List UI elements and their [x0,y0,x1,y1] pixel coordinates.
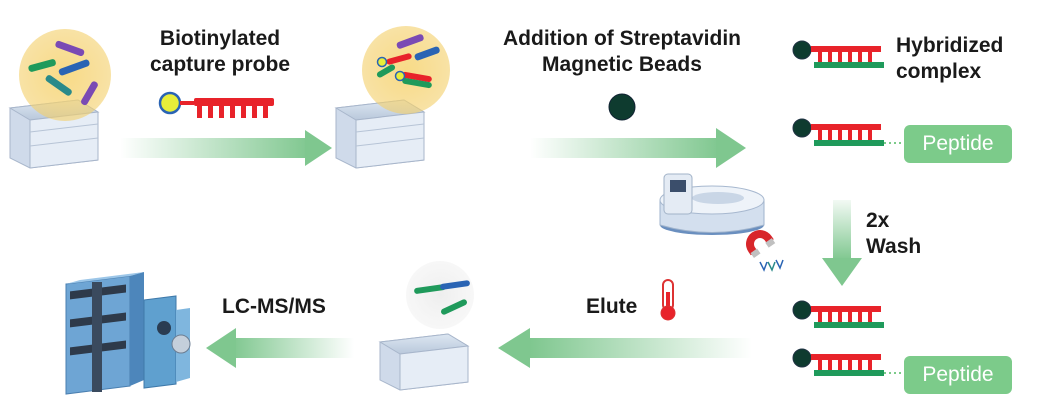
peptide-box-bottom: Peptide [904,356,1012,394]
hybridized-complex-icon-1 [792,40,884,68]
capture-probe-label: Biotinylated capture probe [138,26,302,78]
wash-label: 2x Wash [866,208,946,260]
hybridized-label: Hybridized complex [896,33,1026,85]
arrow-step2 [530,128,746,168]
eluted-plate-icon [378,261,474,391]
hybridized-complex-icon-2 [792,118,904,146]
hybridized-line1: Hybridized [896,34,1004,57]
beads-label: Addition of Streptavidin Magnetic Beads [474,26,770,78]
magnet-icon [746,230,784,272]
wash-line1: 2x [866,209,890,232]
magnetic-bead-icon [608,93,636,121]
wash-line2: Wash [866,235,922,258]
sample-plate-icon [8,29,111,169]
beads-line1: Addition of Streptavidin [503,27,741,50]
washed-complex-icon-1 [792,300,884,328]
elute-label: Elute [586,295,638,318]
arrow-step1 [120,130,332,166]
plate-with-probes-icon [334,26,450,169]
arrow-lcms [206,328,354,368]
lcms-system-icon [65,272,191,395]
capture-probe-line1: Biotinylated [159,27,281,50]
lcms-label: LC-MS/MS [222,295,326,318]
thermometer-icon [660,279,676,321]
arrow-elute [498,328,752,368]
instrument-icon [659,173,765,235]
peptide-box-top: Peptide [904,125,1012,163]
capture-probe-line2: capture probe [149,53,291,76]
arrow-wash [822,200,862,286]
biotinylated-probe-icon [158,91,274,118]
hybridized-line2: complex [896,60,982,83]
washed-complex-icon-2 [792,348,904,376]
beads-line2: Magnetic Beads [542,53,702,76]
